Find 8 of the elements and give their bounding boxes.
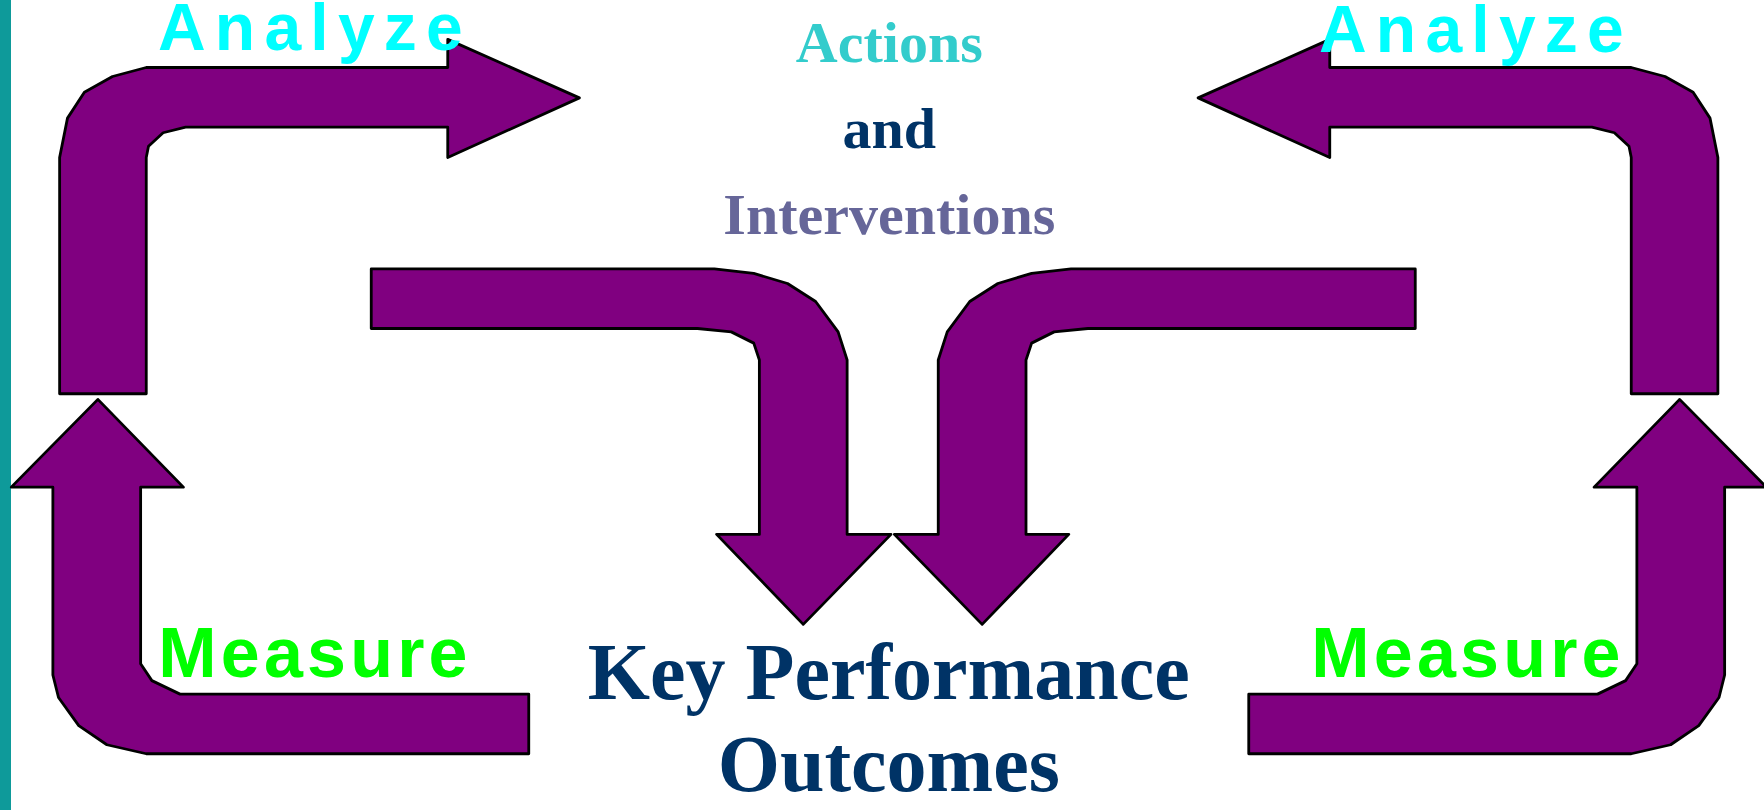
block-arrow [369, 267, 893, 626]
heading-text: and [842, 95, 937, 163]
step-label: Measure [158, 618, 472, 688]
heading-text: Actions [795, 9, 983, 77]
outcome-text: Key Performance Outcomes [586, 626, 1191, 810]
heading-text: Interventions [723, 181, 1056, 249]
step-label: Measure [1311, 618, 1625, 688]
block-arrow [892, 267, 1417, 626]
